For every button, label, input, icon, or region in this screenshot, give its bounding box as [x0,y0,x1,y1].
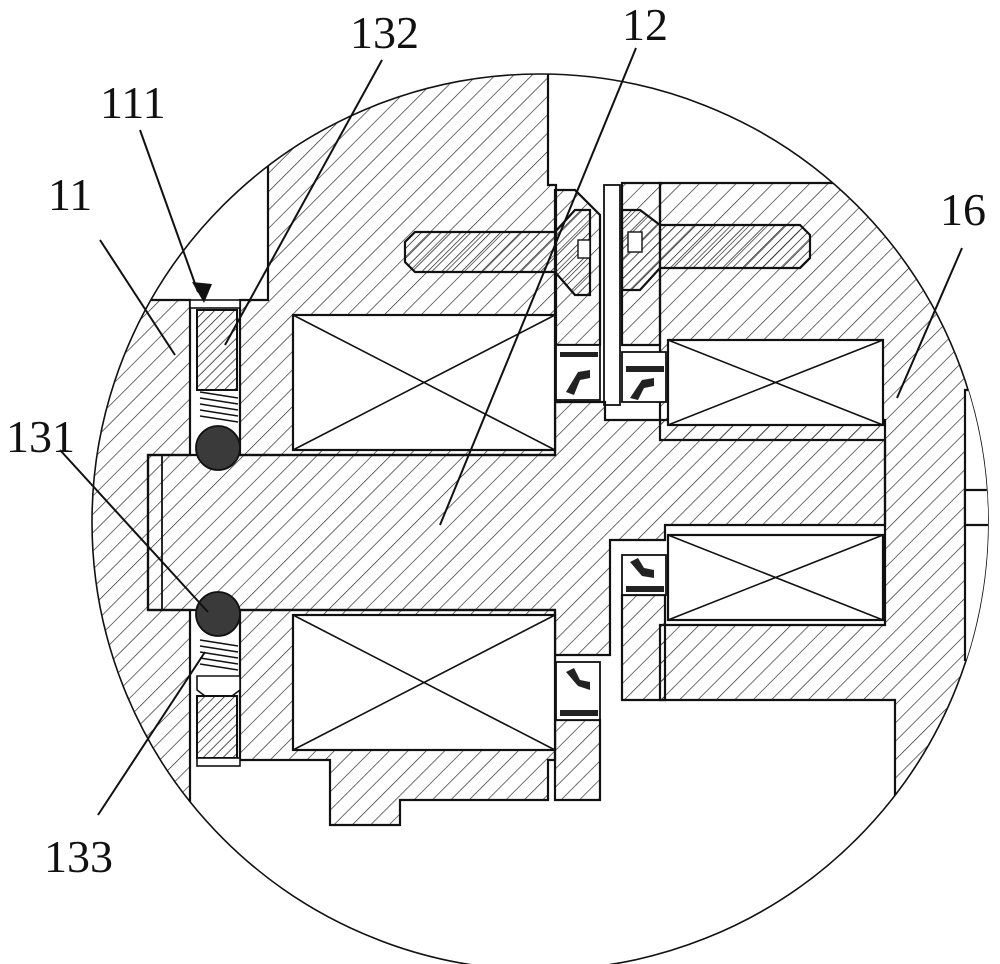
seal-lower-right [621,554,667,596]
flange-lower-right-plate [620,593,667,702]
arrow-111 [192,282,212,303]
bearing-lower-left [291,613,557,752]
ball-upper [195,425,241,471]
label-16: 16 [940,184,986,235]
spring-plunger-lower [195,591,241,767]
seal-upper-right [621,351,667,403]
bearing-upper-left [291,313,557,452]
leader-12 [439,47,637,526]
leader-16 [896,247,963,399]
seal-lower-left [555,661,601,721]
label-131: 131 [6,411,75,462]
leader-111 [139,129,199,293]
bolt-slot-right [627,231,643,253]
leader-133 [97,651,206,816]
housing-right-plate-boss [963,488,988,527]
leader-132 [224,59,383,346]
label-111: 111 [100,77,166,128]
label-12: 12 [622,0,668,50]
ball-lower [195,591,241,637]
bearing-lower-right [666,533,885,622]
flange-lower-left-plate [553,718,602,802]
seal-upper-left [555,344,601,401]
leader-11 [99,239,176,356]
label-132: 132 [350,7,419,58]
connecting-bolt [403,208,592,297]
label-11: 11 [48,169,92,220]
connecting-bolt-right [620,208,812,292]
leader-131 [59,449,209,613]
bolt-slot-left [577,239,591,259]
spring-plunger-upper [189,299,241,471]
bearing-upper-right [666,338,885,427]
bolt-center-gap [603,184,621,406]
label-133: 133 [44,831,113,882]
